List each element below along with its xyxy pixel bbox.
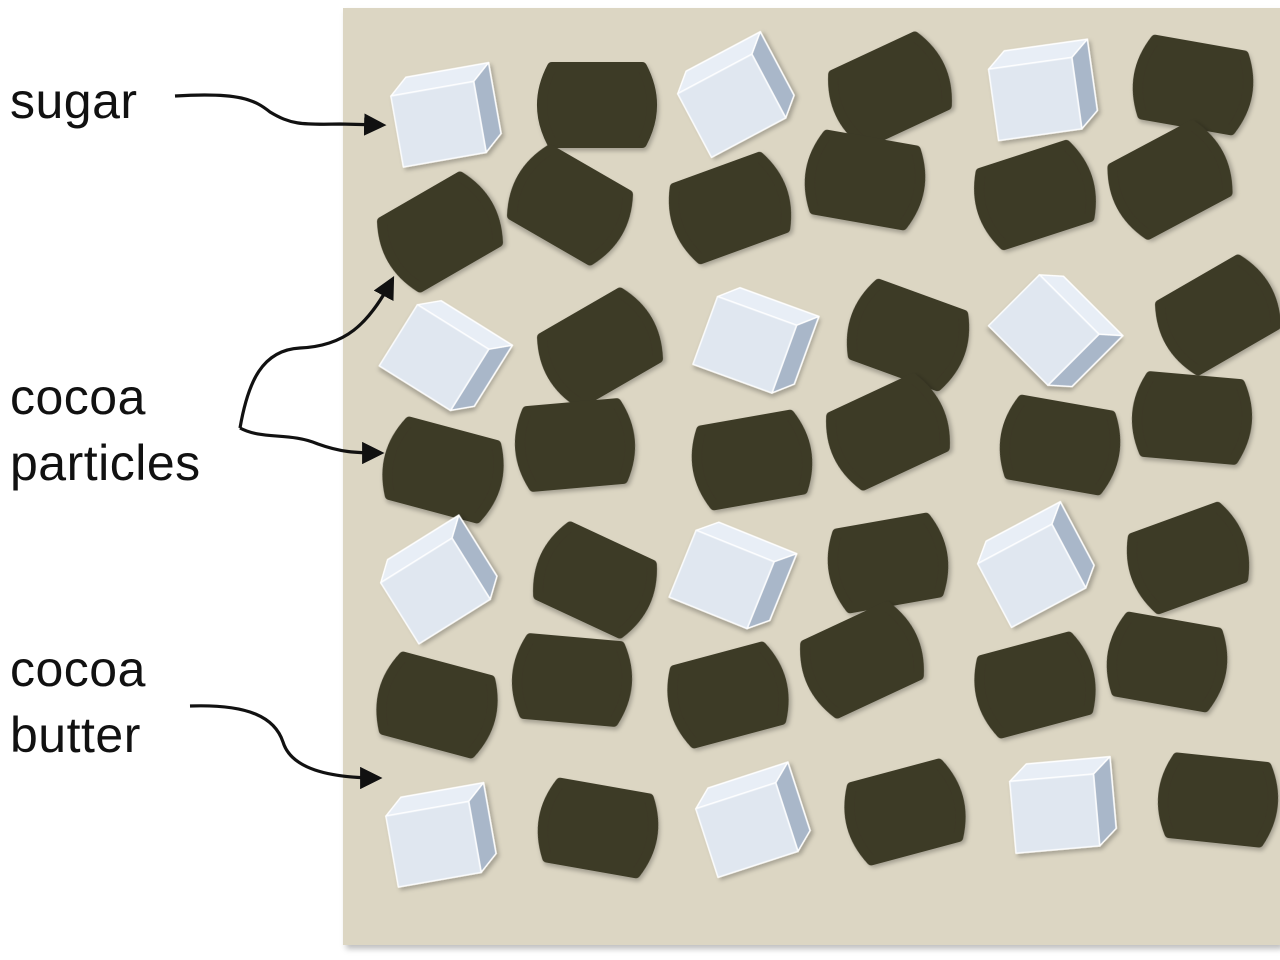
cocoa-particles-arrow-upper — [238, 276, 395, 429]
sugar-cube — [692, 286, 820, 394]
cocoa-particle — [974, 631, 1096, 739]
sugar-cube — [987, 38, 1099, 142]
cocoa-butter-label-line1: cocoa — [10, 641, 146, 697]
cocoa-particle — [827, 512, 949, 614]
cocoa-particles-label-line1: cocoa — [10, 369, 146, 425]
sugar-cube — [695, 761, 811, 879]
cocoa-particle — [1157, 752, 1279, 848]
cocoa-particle — [1132, 34, 1254, 136]
cocoa-particle — [974, 139, 1096, 251]
sugar-label-text: sugar — [10, 73, 138, 129]
cocoa-particle — [1126, 501, 1250, 615]
cocoa-particle — [514, 398, 636, 492]
cocoa-particles-arrow-lower — [239, 426, 385, 465]
cocoa-particle — [826, 373, 950, 491]
cocoa-particle — [1106, 611, 1228, 713]
cocoa-particle — [846, 278, 970, 392]
cocoa-particle — [377, 171, 503, 293]
cocoa-particle — [999, 394, 1121, 496]
cocoa-butter-arrow — [189, 704, 383, 790]
sugar-cube — [676, 30, 795, 159]
sugar-cube — [385, 781, 497, 888]
sugar-label: sugar — [10, 68, 138, 134]
sugar-cube — [976, 500, 1095, 629]
cocoa-butter-label-line2: butter — [10, 707, 141, 763]
sugar-cube — [668, 521, 798, 630]
sugar-cube — [1008, 755, 1117, 854]
cocoa-particle — [511, 633, 633, 727]
annotation-arrows — [174, 93, 395, 790]
sugar-arrow — [174, 93, 387, 136]
cocoa-particle — [376, 651, 498, 759]
cocoa-particles-label-line2: particles — [10, 435, 201, 491]
cocoa-particle — [828, 31, 952, 149]
cocoa-particle — [382, 416, 504, 524]
cocoa-particle — [537, 62, 657, 148]
cocoa-particle — [507, 144, 633, 266]
cocoa-particle — [1107, 120, 1233, 240]
cocoa-particle — [537, 777, 659, 879]
cocoa-particles-label: cocoa particles — [10, 364, 201, 496]
cocoa-particle — [844, 758, 966, 866]
cocoa-particle — [667, 641, 789, 749]
sugar-cube — [987, 274, 1124, 388]
cocoa-particle — [668, 151, 792, 265]
cocoa-particle — [800, 601, 924, 719]
cocoa-particle — [1131, 371, 1253, 465]
cocoa-particle — [804, 129, 926, 231]
cocoa-butter-label: cocoa butter — [10, 636, 146, 768]
cocoa-particle — [533, 521, 657, 639]
sugar-cube — [390, 61, 502, 168]
cocoa-particle — [691, 409, 813, 511]
cocoa-particle — [537, 287, 663, 409]
sugar-cube — [378, 299, 514, 412]
particle-layer — [376, 30, 1280, 888]
sugar-cube — [380, 514, 498, 645]
cocoa-particle — [1155, 254, 1280, 376]
